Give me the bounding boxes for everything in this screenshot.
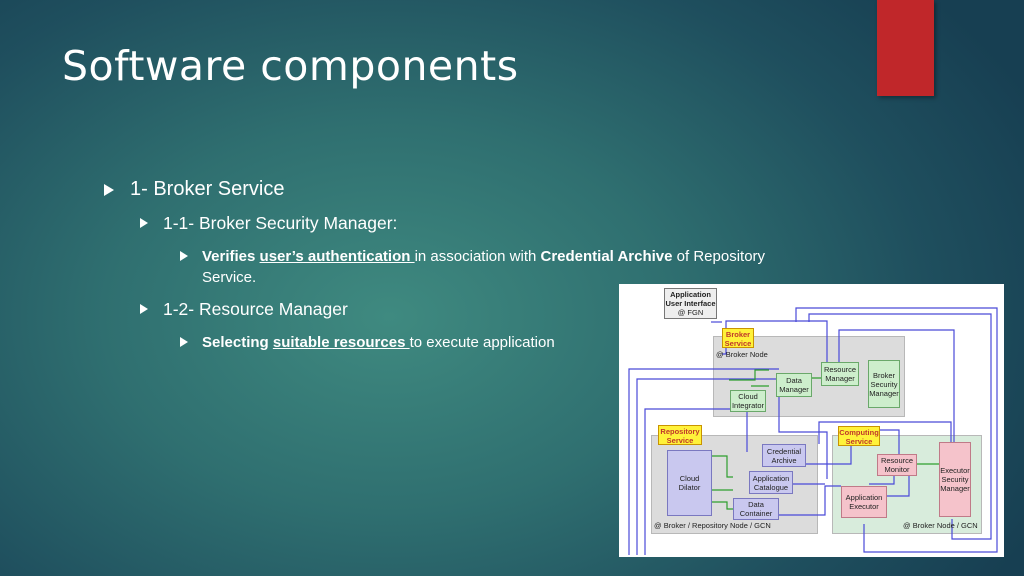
connector: [779, 485, 841, 516]
text-underlined: user’s authentication: [259, 248, 415, 265]
architecture-diagram: Application User Interface @ FGN Broker …: [619, 284, 1004, 557]
broker-node-label: @ Broker Node: [716, 350, 768, 359]
connector: [712, 501, 733, 510]
bullet-arrow-icon: [180, 337, 188, 347]
node-line: Credential: [766, 446, 802, 456]
node-line: Data: [748, 500, 764, 509]
connector: [628, 368, 779, 555]
resource-manager: Resource Manager: [821, 362, 859, 386]
bullet-text: Verifies user’s authentication in associ…: [202, 246, 780, 288]
node-line: Data: [786, 376, 802, 385]
node-line: Archive: [771, 455, 797, 465]
text-bold: Verifies: [202, 248, 260, 265]
node-line: Cloud: [679, 474, 700, 483]
connector: [808, 313, 992, 540]
connector: [838, 329, 955, 442]
node-line: @ FGN: [677, 308, 704, 317]
connector: [869, 474, 895, 485]
executor-security-manager: Executor Security Manager: [939, 442, 971, 517]
node-line: Cloud: [738, 392, 758, 401]
connector-lines: [628, 307, 998, 555]
node-line: Executor: [940, 466, 970, 475]
connector: [729, 369, 769, 381]
node-line: Resource: [823, 365, 857, 374]
node-line: Security: [870, 379, 898, 389]
tag-line: Service: [845, 437, 873, 446]
bullet-selecting-resources: Selecting suitable resources to execute …: [180, 332, 620, 353]
decorative-red-tab: [877, 0, 934, 96]
repository-service-tag: Repository Service: [658, 425, 702, 445]
connector: [795, 307, 998, 553]
connector: [712, 455, 733, 478]
bullet-text: 1- Broker Service: [130, 178, 285, 200]
slide-title: Software components: [62, 42, 519, 90]
node-line: Resource: [880, 456, 914, 465]
bullet-arrow-icon: [104, 184, 114, 196]
text-plain: to execute application: [409, 334, 555, 351]
bullet-verifies-authentication: Verifies user’s authentication in associ…: [180, 246, 780, 288]
node-line: User Interface: [665, 299, 716, 308]
connector: [818, 421, 952, 444]
cloud-dilator: Cloud Dilator: [667, 450, 712, 516]
bullet-resource-manager: 1-2- Resource Manager: [140, 299, 348, 320]
repository-node-label: @ Broker / Repository Node / GCN: [654, 521, 771, 530]
connector: [778, 386, 828, 479]
bullet-text: Selecting suitable resources to execute …: [202, 332, 555, 353]
node-line: Broker: [872, 370, 896, 380]
node-line: Executor: [849, 502, 879, 511]
bullet-text: 1-2- Resource Manager: [163, 299, 348, 319]
node-line: Manager: [779, 385, 809, 394]
node-line: Dilator: [678, 483, 701, 492]
text-plain: of Repository Service.: [202, 248, 766, 286]
connector: [644, 408, 732, 555]
text-bold: Credential Archive: [540, 248, 673, 265]
resource-monitor: Resource Monitor: [877, 454, 917, 476]
bullet-arrow-icon: [180, 251, 188, 261]
application-catalogue: Application Catalogue: [749, 471, 793, 494]
computing-service-tag: Computing Service: [838, 426, 880, 446]
tag-line: Service: [724, 339, 752, 348]
broker-service-tag: Broker Service: [722, 328, 754, 348]
node-line: Catalogue: [753, 482, 789, 492]
broker-security-manager: Broker Security Manager: [868, 360, 900, 408]
node-line: Monitor: [884, 465, 910, 474]
node-line: Container: [739, 509, 773, 518]
text-underlined: suitable resources: [272, 334, 410, 351]
text-plain: in association with: [414, 248, 541, 265]
application-executor: Application Executor: [841, 486, 887, 518]
connector: [636, 378, 779, 555]
tag-line: Computing: [839, 428, 879, 437]
computing-node-label: @ Broker Node / GCN: [903, 521, 978, 530]
bullet-text: 1-1- Broker Security Manager:: [163, 213, 398, 233]
credential-archive: Credential Archive: [762, 444, 806, 467]
bullet-arrow-icon: [140, 218, 148, 228]
node-line: Manager: [940, 484, 970, 493]
node-line: Application: [670, 290, 711, 299]
node-line: Integrator: [731, 401, 765, 410]
bullet-broker-service: 1- Broker Service: [104, 178, 285, 201]
application-user-interface: Application User Interface @ FGN: [664, 288, 717, 319]
text-bold: Selecting: [202, 334, 273, 351]
tag-line: Broker: [725, 330, 751, 339]
node-line: Application: [845, 493, 883, 502]
cloud-integrator: Cloud Integrator: [730, 390, 766, 412]
node-line: Security: [941, 475, 969, 484]
bullet-arrow-icon: [140, 304, 148, 314]
node-line: Manager: [869, 388, 899, 398]
bullet-broker-security-manager: 1-1- Broker Security Manager:: [140, 213, 397, 234]
connector: [722, 320, 828, 364]
data-manager: Data Manager: [776, 373, 812, 397]
tag-line: Repository: [660, 427, 700, 436]
node-line: Manager: [825, 374, 855, 383]
node-line: Application: [752, 473, 790, 483]
data-container: Data Container: [733, 498, 779, 520]
tag-line: Service: [666, 436, 694, 445]
